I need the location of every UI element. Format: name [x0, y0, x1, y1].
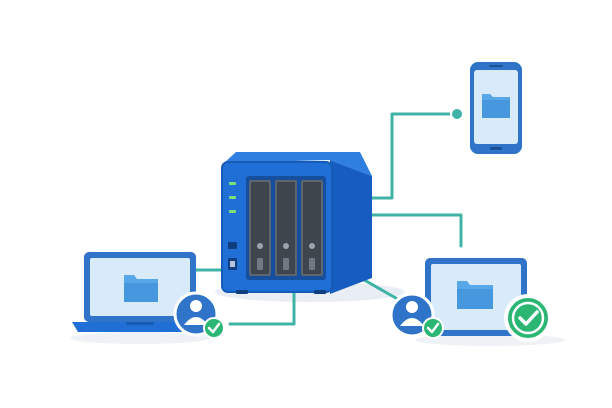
power-button [228, 242, 237, 249]
drive-bay [249, 180, 271, 276]
folder-icon [457, 281, 493, 309]
status-led [229, 196, 236, 199]
smartphone-icon [470, 62, 522, 154]
connector-left-user-nas [228, 288, 296, 326]
status-led [229, 182, 236, 185]
monitor-check-icon [504, 294, 552, 342]
connector-dot [450, 107, 464, 121]
drive-bay [275, 180, 297, 276]
check-icon [422, 317, 444, 339]
connector-nas-monitor-top [361, 213, 463, 248]
connector-lines [194, 112, 463, 326]
left-user-badge [173, 291, 225, 339]
nas-server-icon [221, 152, 372, 294]
connector-nas-phone [361, 112, 459, 200]
status-led [229, 210, 236, 213]
drive-bays [246, 176, 326, 280]
laptop-icon [72, 252, 208, 332]
folder-icon [482, 94, 510, 118]
drive-bay [301, 180, 323, 276]
laptop-shadow [70, 332, 210, 344]
folder-icon [124, 275, 158, 302]
right-user-badge [389, 292, 444, 339]
check-icon [203, 317, 225, 339]
monitor-icon [425, 258, 527, 336]
